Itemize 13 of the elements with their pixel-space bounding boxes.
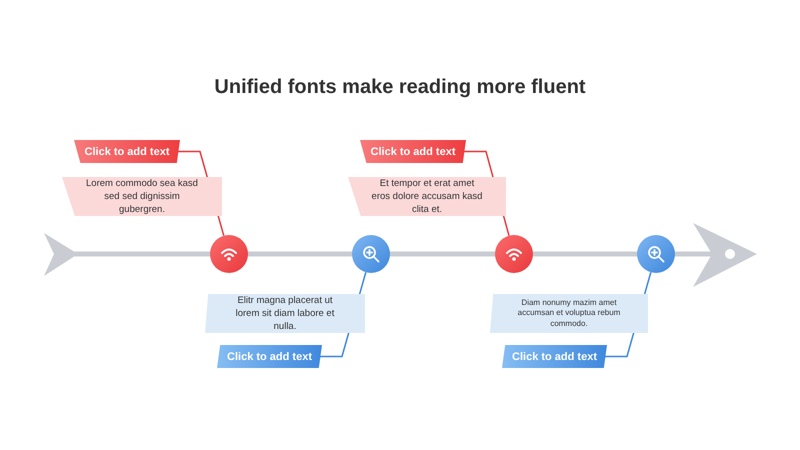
icon-circle [352, 235, 390, 273]
text-panel: Diam nonumy mazim amet accumsan et voluptua rebum commodo. [490, 294, 648, 333]
text-panel: Et tempor et erat amet eros dolore accusam kasd clita et. [348, 177, 506, 216]
label-tag: Click to add text [360, 140, 466, 163]
title: Unified fonts make reading more fluent [213, 76, 587, 99]
label-tag: Click to add text [74, 140, 180, 163]
text-panel: Lorem commodo sea kasd sed sed dignissim gubergren. [62, 177, 222, 216]
label-tag: Click to add text [217, 345, 322, 368]
icon-circle [210, 235, 248, 273]
text-panel: Elitr magna placerat ut lorem sit diam labore et nulla. [205, 294, 365, 333]
icon-circle [637, 235, 675, 273]
label-tag: Click to add text [502, 345, 607, 368]
icon-circle [495, 235, 533, 273]
